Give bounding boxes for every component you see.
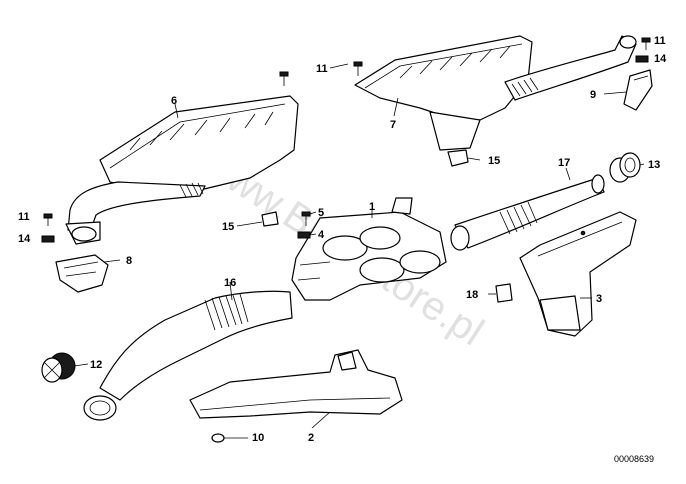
diagram-reference-number: 00008639 (614, 454, 654, 464)
callout-15-right: 15 (488, 155, 500, 167)
callout-15-left: 15 (222, 221, 234, 233)
callout-11-upper: 11 (316, 63, 328, 75)
callout-12: 12 (90, 359, 102, 371)
callout-14-right: 14 (654, 53, 667, 65)
callout-11-left: 11 (18, 211, 30, 223)
callout-1: 1 (369, 201, 375, 213)
part-13-grommet (609, 152, 641, 183)
part-2-floor-duct (189, 349, 403, 419)
callout-3: 3 (596, 293, 602, 305)
part-17-right-hose (450, 174, 605, 251)
callout-17: 17 (558, 157, 570, 169)
callout-7: 7 (390, 119, 396, 131)
fastener-screws (41, 37, 651, 443)
callout-10: 10 (252, 432, 264, 444)
leader-lines (73, 63, 645, 439)
callout-14-left: 14 (18, 233, 31, 245)
callout-13: 13 (648, 159, 660, 171)
part-9-outlet-nozzle (623, 69, 653, 111)
callout-5: 5 (318, 207, 324, 219)
part-6-air-duct-left (65, 95, 299, 245)
part-8-outlet-nozzle (55, 254, 109, 293)
part-3-right-elbow-duct (519, 211, 637, 337)
callout-11-right: 11 (654, 35, 666, 47)
part-16-lower-hose (83, 290, 293, 421)
callout-4: 4 (318, 229, 325, 241)
part-7-air-duct-right (354, 35, 637, 151)
callout-2: 2 (308, 432, 314, 444)
callout-18: 18 (466, 289, 478, 301)
callout-16: 16 (224, 277, 236, 289)
callout-9: 9 (590, 89, 596, 101)
callout-6: 6 (171, 95, 177, 107)
part-12-round-vent (41, 352, 76, 383)
callout-8: 8 (126, 255, 132, 267)
part-1-distribution-housing (291, 197, 447, 301)
